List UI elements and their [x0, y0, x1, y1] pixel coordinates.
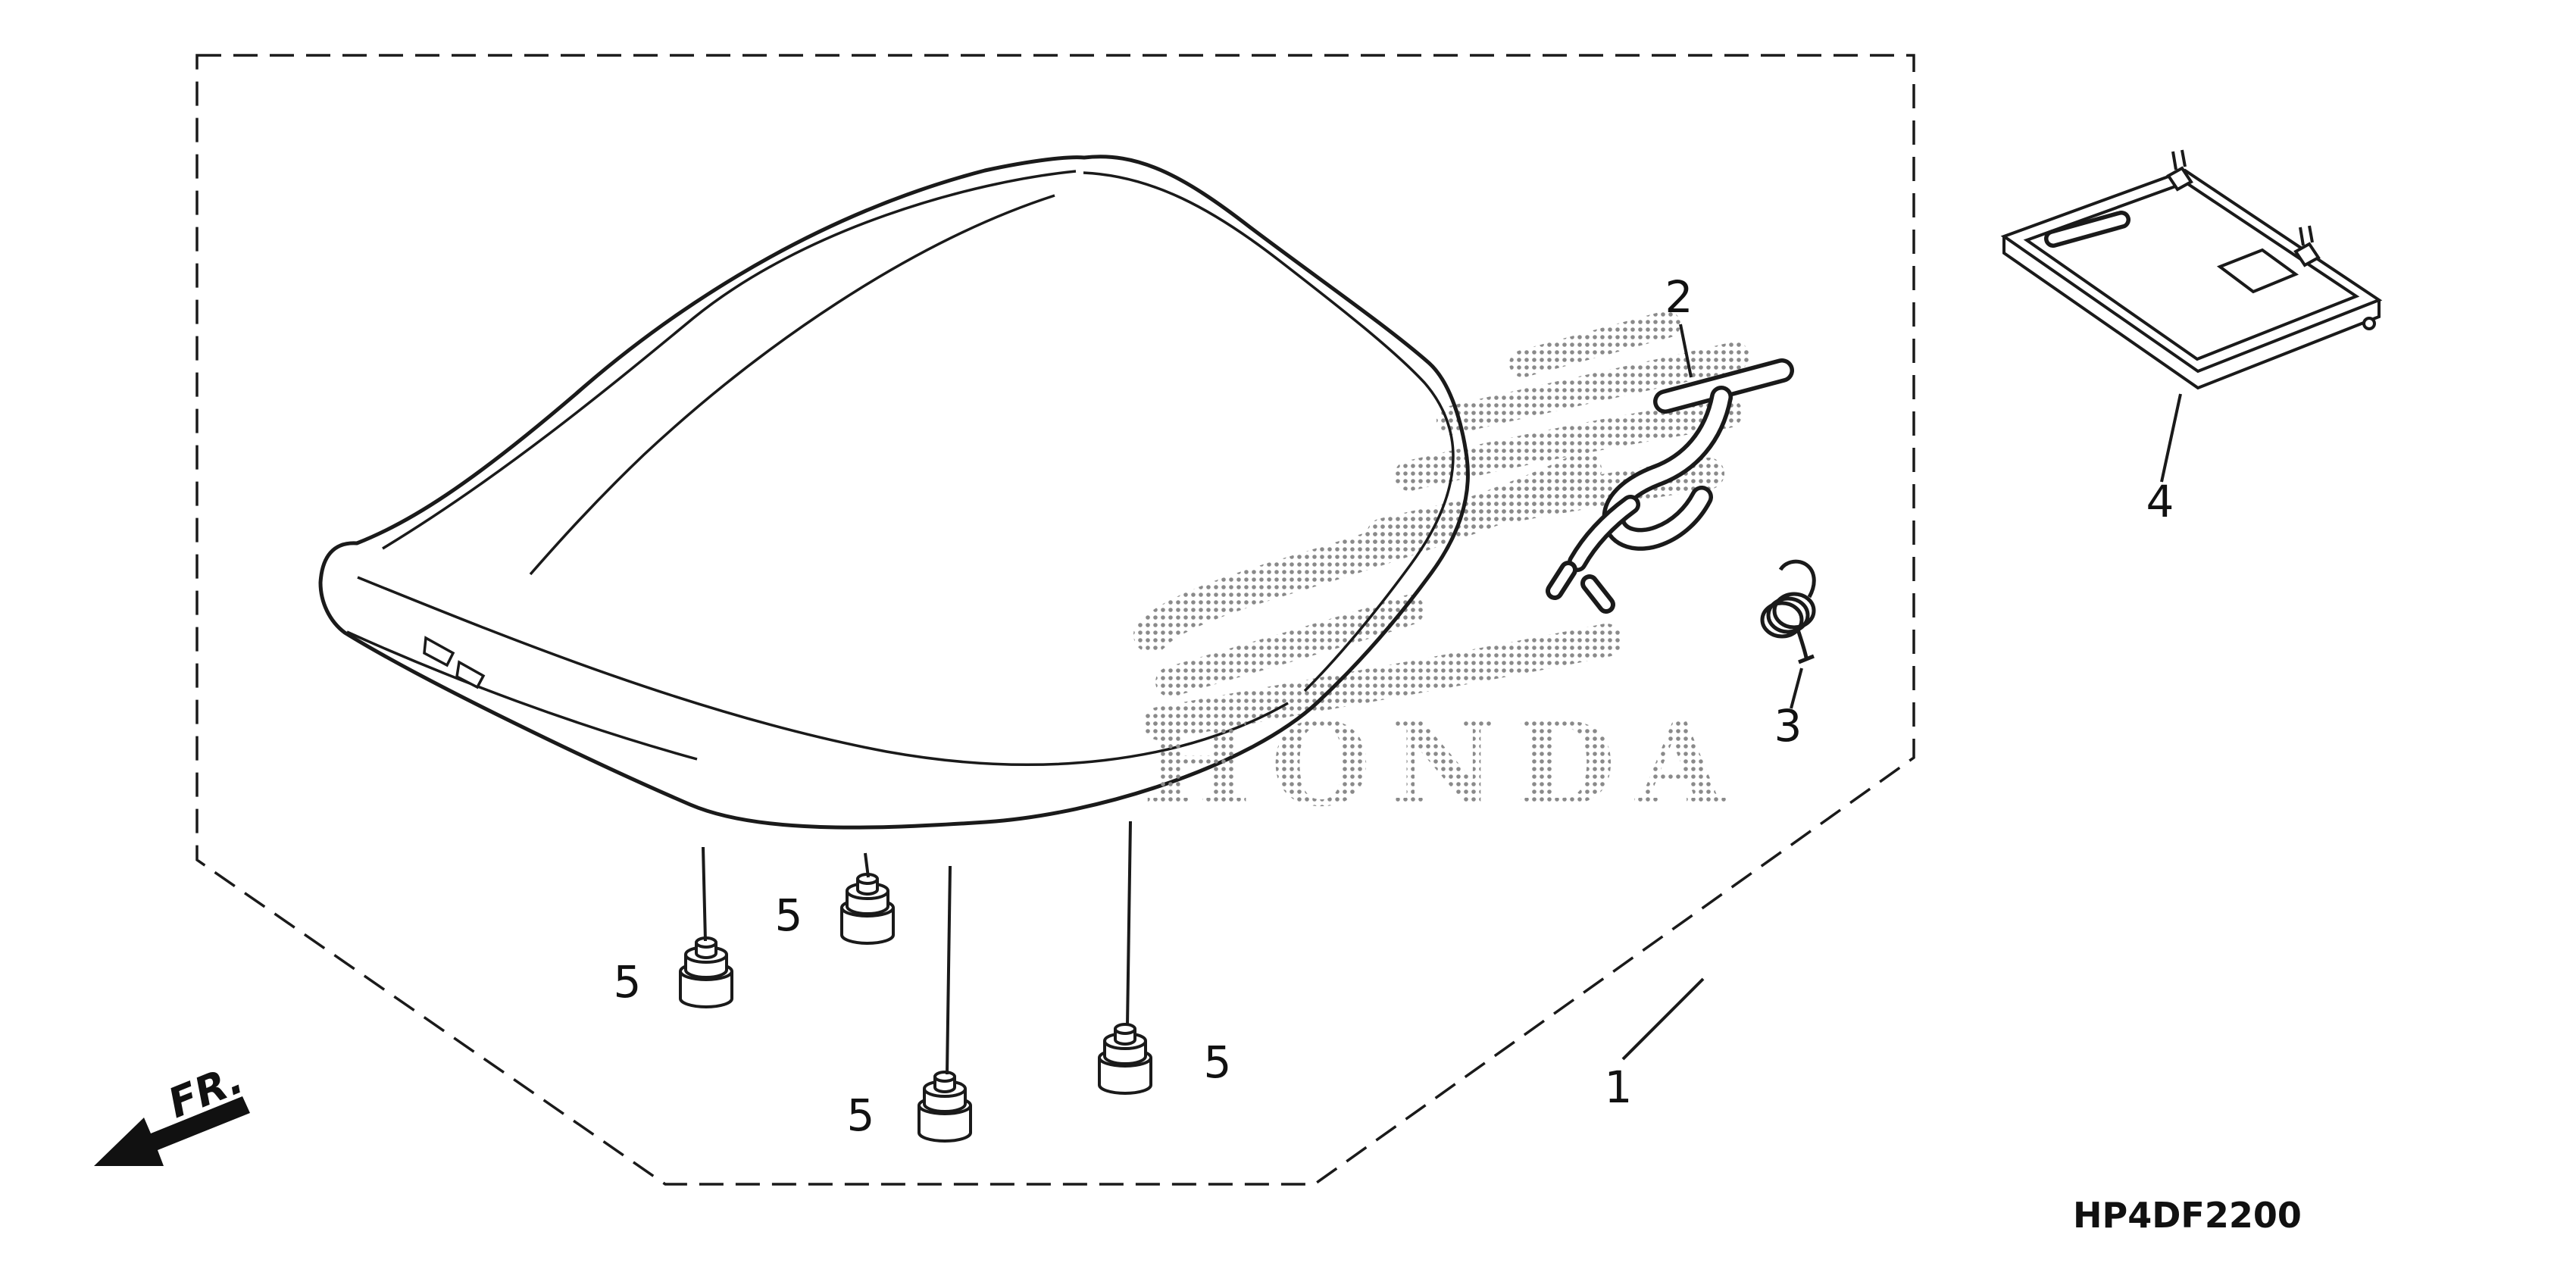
- rubber-mounts: [679, 873, 1152, 1143]
- callout-5b: 5: [775, 889, 803, 941]
- rubber-mount: [679, 936, 733, 1008]
- leader-5c: [946, 865, 952, 1075]
- leader-1: [1621, 977, 1705, 1061]
- callout-labels: 1 2 3 4 5 5 5 5: [614, 271, 2174, 1141]
- rubber-mount: [840, 873, 895, 945]
- front-direction: FR.: [94, 1055, 250, 1166]
- leader-5b: [864, 852, 870, 878]
- callout-2: 2: [1665, 271, 1693, 323]
- leader-5a: [702, 846, 707, 942]
- leader-5d: [1126, 821, 1132, 1027]
- callout-4: 4: [2146, 476, 2174, 527]
- part-code: HP4DF2200: [2073, 1195, 2302, 1236]
- tray-clip: [2166, 166, 2193, 192]
- callout-1: 1: [1605, 1061, 1633, 1113]
- callout-5d: 5: [1204, 1036, 1232, 1088]
- tray-clip: [2293, 242, 2321, 267]
- callout-5c: 5: [847, 1089, 875, 1141]
- rubber-mount: [1098, 1023, 1152, 1095]
- seat-hook: [455, 660, 486, 689]
- boundary-outline: [195, 54, 1915, 1186]
- callout-3: 3: [1774, 700, 1802, 752]
- front-arrow-icon: [94, 1096, 250, 1166]
- seat-hook: [423, 636, 455, 667]
- leader-3: [1790, 667, 1803, 709]
- leader-lines: [702, 324, 2182, 1075]
- latch-spring: [1760, 559, 1816, 664]
- seat-latch: [1546, 358, 1794, 614]
- rubber-mount: [918, 1071, 972, 1143]
- tool-tray: [2000, 149, 2383, 390]
- leader-2: [1679, 324, 1693, 378]
- leader-4: [2160, 393, 2182, 483]
- callout-5a: 5: [614, 956, 642, 1008]
- honda-watermark: HONDA: [1143, 696, 1745, 832]
- seat: [318, 155, 1470, 830]
